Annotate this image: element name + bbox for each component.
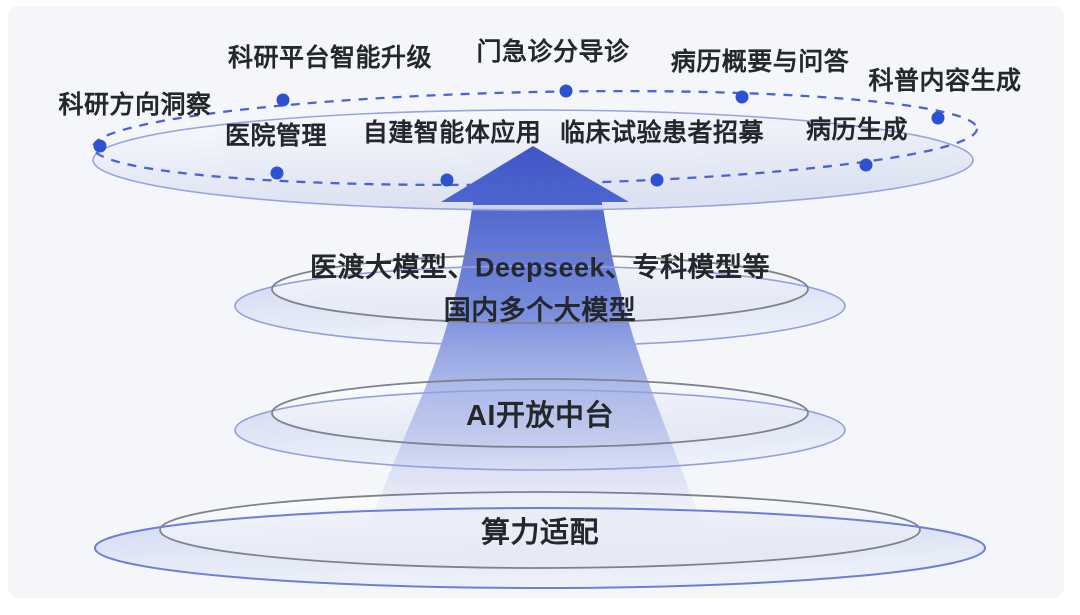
- orbit-dot: [931, 111, 945, 125]
- orbit-dot: [650, 173, 664, 187]
- compute-disk-top-edge: [159, 491, 921, 569]
- models-disk-top-edge: [271, 254, 809, 324]
- arrow-up-icon: [441, 146, 629, 202]
- orbit-dot: [859, 158, 873, 172]
- orbit-dot: [735, 90, 749, 104]
- label-clinical-trial-recruitment: 临床试验患者招募: [559, 119, 765, 147]
- orbit-dot: [93, 139, 107, 153]
- label-ai-open-platform: AI开放中台: [465, 400, 615, 432]
- dashed-orbit-group: [91, 89, 979, 187]
- label-custom-agent-app: 自建智能体应用: [362, 119, 542, 147]
- compute-disk-base-edge: [94, 507, 986, 589]
- orbit-dot: [276, 93, 290, 107]
- orbit-dot: [270, 166, 284, 180]
- arrow-neck: [473, 197, 602, 205]
- models-disk-base-edge: [234, 265, 846, 347]
- ai-disk-top-edge: [271, 378, 809, 448]
- label-medical-record-generation: 病历生成: [805, 116, 909, 144]
- label-medical-record-summary-qa: 病历概要与问答: [670, 48, 850, 76]
- dashed-orbit: [91, 89, 979, 187]
- label-research-direction-insight: 科研方向洞察: [58, 91, 212, 119]
- label-models-layer-line2: 国内多个大模型: [443, 295, 637, 326]
- funnel-shaft: [366, 201, 706, 532]
- label-compute-adaptation: 算力适配: [480, 517, 600, 549]
- ai-disk-base-edge: [234, 389, 846, 471]
- label-hospital-management: 医院管理: [224, 122, 328, 150]
- label-science-content-generation: 科普内容生成: [868, 67, 1022, 95]
- orbit-dot: [559, 84, 573, 98]
- label-triage-guidance: 门急诊分导诊: [476, 38, 630, 66]
- orbit-dots: [93, 84, 945, 187]
- label-models-layer-line1: 医渡大模型、Deepseek、专科模型等: [309, 252, 771, 283]
- orbit-dot: [440, 173, 454, 187]
- label-research-platform-upgrade: 科研平台智能升级: [227, 44, 433, 72]
- disk-edges: [94, 254, 986, 589]
